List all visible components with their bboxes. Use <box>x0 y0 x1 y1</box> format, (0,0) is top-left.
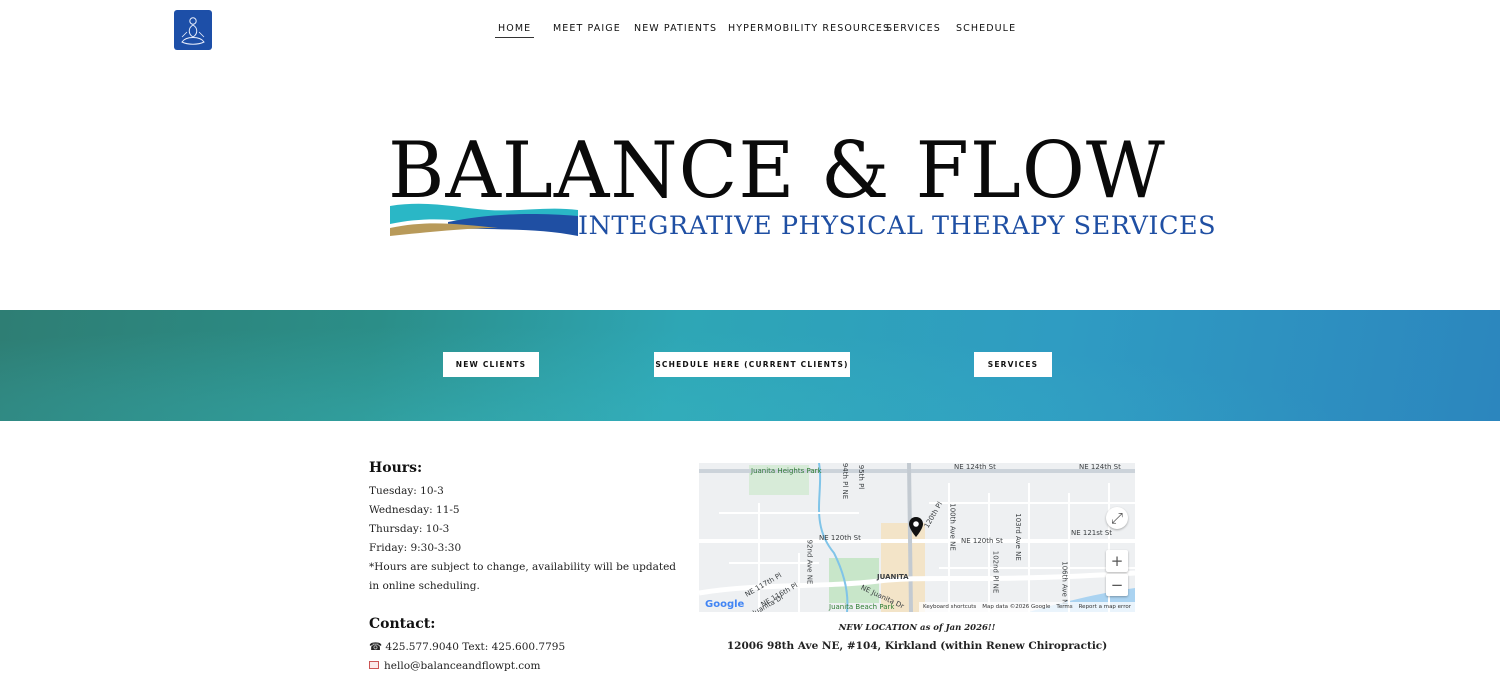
nav-services[interactable]: SERVICES <box>886 23 941 34</box>
terms-link[interactable]: Terms <box>1056 604 1073 610</box>
map-label: NE 124th St <box>954 463 996 471</box>
map-label: 95th Pl <box>857 464 866 490</box>
fullscreen-icon[interactable]: ⤢ <box>1106 507 1128 529</box>
map-label: Juanita Beach Park <box>829 603 895 611</box>
map-label: NE 121st St <box>1071 529 1113 537</box>
contact-heading: Contact: <box>369 616 436 632</box>
map-label: 94th Pl NE <box>841 463 850 500</box>
hours-line: Friday: 9:30-3:30 <box>369 542 462 554</box>
nav-hypermobility-resources[interactable]: HYPERMOBILITY RESOURCES <box>728 23 891 34</box>
hours-note: *Hours are subject to change, availabili… <box>369 561 677 592</box>
hours-line: Tuesday: 10-3 <box>369 485 444 497</box>
google-logo: Google <box>705 599 745 610</box>
map-streets <box>699 463 1135 612</box>
map-label: 92nd Ave NE <box>805 539 814 585</box>
map-pin-icon[interactable] <box>908 516 924 538</box>
brand-subtitle: INTEGRATIVE PHYSICAL THERAPY SERVICES <box>578 211 1217 241</box>
keyboard-shortcuts-link[interactable]: Keyboard shortcuts <box>922 604 977 610</box>
map-label: JUANITA <box>877 573 909 581</box>
hours-section: Hours: Tuesday: 10-3 Wednesday: 11-5 Thu… <box>369 460 679 596</box>
brand-title: BALANCE & FLOW <box>388 126 1166 216</box>
brand-logo: BALANCE & FLOW INTEGRATIVE PHYSICAL THER… <box>388 126 1216 246</box>
map-label: Juanita Heights Park <box>751 467 822 475</box>
nav-home[interactable]: HOME <box>495 23 535 38</box>
email-link[interactable]: hello@balanceandflowpt.com <box>384 660 541 672</box>
map-footer: Keyboard shortcuts Map data ©2026 Google… <box>918 602 1135 612</box>
map-label: NE 120th St <box>819 534 861 542</box>
google-map[interactable]: NE 124th St NE 124th St Juanita Heights … <box>699 463 1135 612</box>
hours-line: Wednesday: 11-5 <box>369 504 460 516</box>
map-data-text: Map data ©2026 Google <box>982 604 1051 610</box>
hours-heading: Hours: <box>369 460 423 476</box>
report-map-error-link[interactable]: Report a map error <box>1078 604 1131 610</box>
nav-meet-paige[interactable]: MEET PAIGE <box>553 23 621 34</box>
phone-line: ☎ 425.577.9040 Text: 425.600.7795 <box>369 641 566 653</box>
contact-section: Contact: ☎ 425.577.9040 Text: 425.600.77… <box>369 616 689 676</box>
cta-banner: NEW CLIENTS SCHEDULE HERE (CURRENT CLIEN… <box>0 310 1500 421</box>
hours-line: Thursday: 10-3 <box>369 523 450 535</box>
nav-new-patients[interactable]: NEW PATIENTS <box>634 23 718 34</box>
map-label: 103rd Ave NE <box>1013 513 1022 561</box>
zoom-in-button[interactable]: + <box>1106 550 1128 572</box>
map-label: 102nd Pl NE <box>991 550 1000 594</box>
zoom-out-button[interactable]: − <box>1106 574 1128 596</box>
logo[interactable] <box>174 10 212 50</box>
nav-schedule[interactable]: SCHEDULE <box>956 23 1017 34</box>
wave-logo-graphic <box>390 203 578 236</box>
location-note: NEW LOCATION as of Jan 2026!! <box>838 623 996 633</box>
schedule-current-clients-button[interactable]: SCHEDULE HERE (CURRENT CLIENTS) <box>654 352 850 377</box>
map-label: NE 120th St <box>961 537 1003 545</box>
main-nav: HOME MEET PAIGE NEW PATIENTS HYPERMOBILI… <box>0 23 1500 43</box>
map-label: NE 124th St <box>1079 463 1121 471</box>
map-label: 100th Ave NE <box>948 503 957 551</box>
envelope-icon <box>369 661 379 669</box>
email-line: hello@balanceandflowpt.com <box>369 657 689 676</box>
new-clients-button[interactable]: NEW CLIENTS <box>443 352 539 377</box>
services-button[interactable]: SERVICES <box>974 352 1052 377</box>
meditation-figure-icon <box>181 17 205 45</box>
location-address: 12006 98th Ave NE, #104, Kirkland (withi… <box>726 640 1108 652</box>
